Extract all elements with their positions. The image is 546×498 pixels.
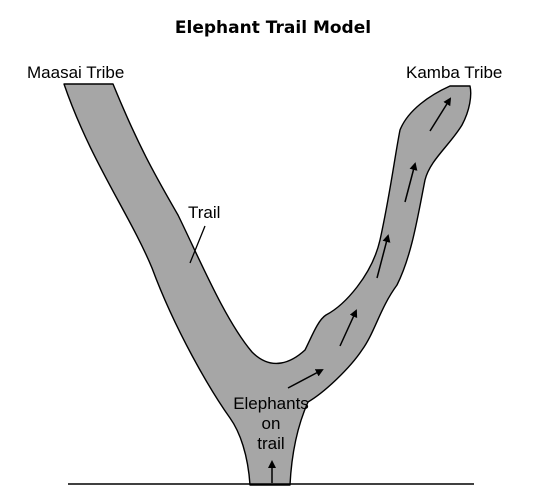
elephant-arrow bbox=[376, 234, 391, 279]
elephants-label-line: trail bbox=[257, 434, 285, 453]
elephant-arrows bbox=[268, 97, 452, 483]
elephant-arrow bbox=[404, 162, 418, 203]
diagram-title: Elephant Trail Model bbox=[174, 18, 372, 38]
elephants-label-line: on bbox=[261, 414, 281, 433]
elephant-arrow bbox=[429, 97, 452, 132]
kamba-tribe-label: Kamba Tribe bbox=[406, 63, 503, 82]
elephants-on-trail-label: Elephants on trail bbox=[206, 394, 336, 454]
maasai-tribe-label: Maasai Tribe bbox=[27, 63, 125, 82]
trail-leader-line bbox=[189, 225, 206, 264]
elephants-label-line: Elephants bbox=[233, 394, 309, 413]
trail-label: Trail bbox=[188, 203, 221, 222]
elephant-arrow bbox=[287, 369, 324, 389]
elephant-arrow bbox=[339, 309, 358, 347]
trail-shape bbox=[63, 83, 472, 486]
